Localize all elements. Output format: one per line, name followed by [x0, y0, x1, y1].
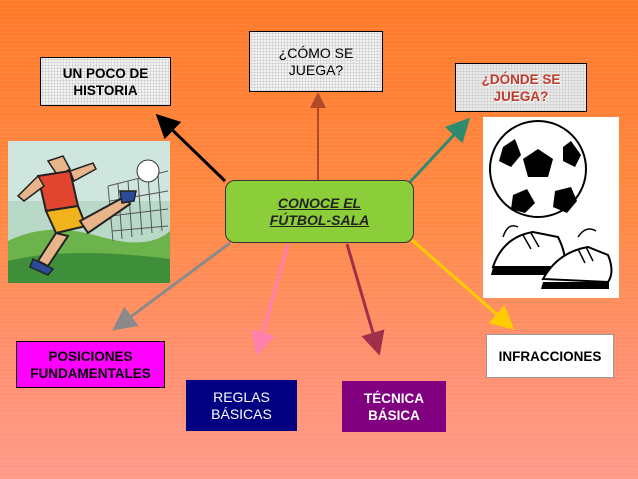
node-center[interactable]: CONOCE EL FÚTBOL-SALA — [225, 180, 414, 243]
node-posiciones-label: POSICIONES FUNDAMENTALES — [30, 348, 151, 381]
node-reglas-label: REGLAS BÁSICAS — [211, 388, 272, 422]
arrow-to-posiciones — [112, 241, 231, 331]
node-infracciones-label: INFRACCIONES — [498, 348, 602, 364]
node-como-se-juega[interactable]: ¿CÓMO SE JUEGA? — [249, 31, 383, 92]
node-historia-label: UN POCO DE HISTORIA — [62, 65, 149, 98]
node-tecnica-label: TÉCNICA BÁSICA — [364, 390, 424, 423]
node-posiciones[interactable]: POSICIONES FUNDAMENTALES — [16, 341, 165, 388]
node-donde-se-juega-label: ¿DÓNDE SE JUEGA? — [481, 71, 561, 104]
arrow-to-reglas — [251, 243, 290, 356]
node-center-label: CONOCE EL FÚTBOL-SALA — [269, 194, 370, 228]
player-kicking-ball-illustration — [8, 141, 170, 283]
arrow-to-infracciones — [411, 238, 515, 330]
node-tecnica[interactable]: TÉCNICA BÁSICA — [342, 381, 446, 432]
arrow-to-tecnica — [345, 243, 385, 356]
soccer-ball-and-boots-illustration — [483, 117, 619, 298]
node-reglas[interactable]: REGLAS BÁSICAS — [186, 380, 297, 431]
arrow-to-donde-se-juega — [408, 117, 471, 184]
node-donde-se-juega[interactable]: ¿DÓNDE SE JUEGA? — [455, 63, 587, 112]
node-como-se-juega-label: ¿CÓMO SE JUEGA? — [278, 44, 354, 78]
arrow-to-historia — [155, 113, 227, 183]
node-infracciones[interactable]: INFRACCIONES — [486, 334, 614, 378]
node-historia[interactable]: UN POCO DE HISTORIA — [40, 57, 171, 106]
